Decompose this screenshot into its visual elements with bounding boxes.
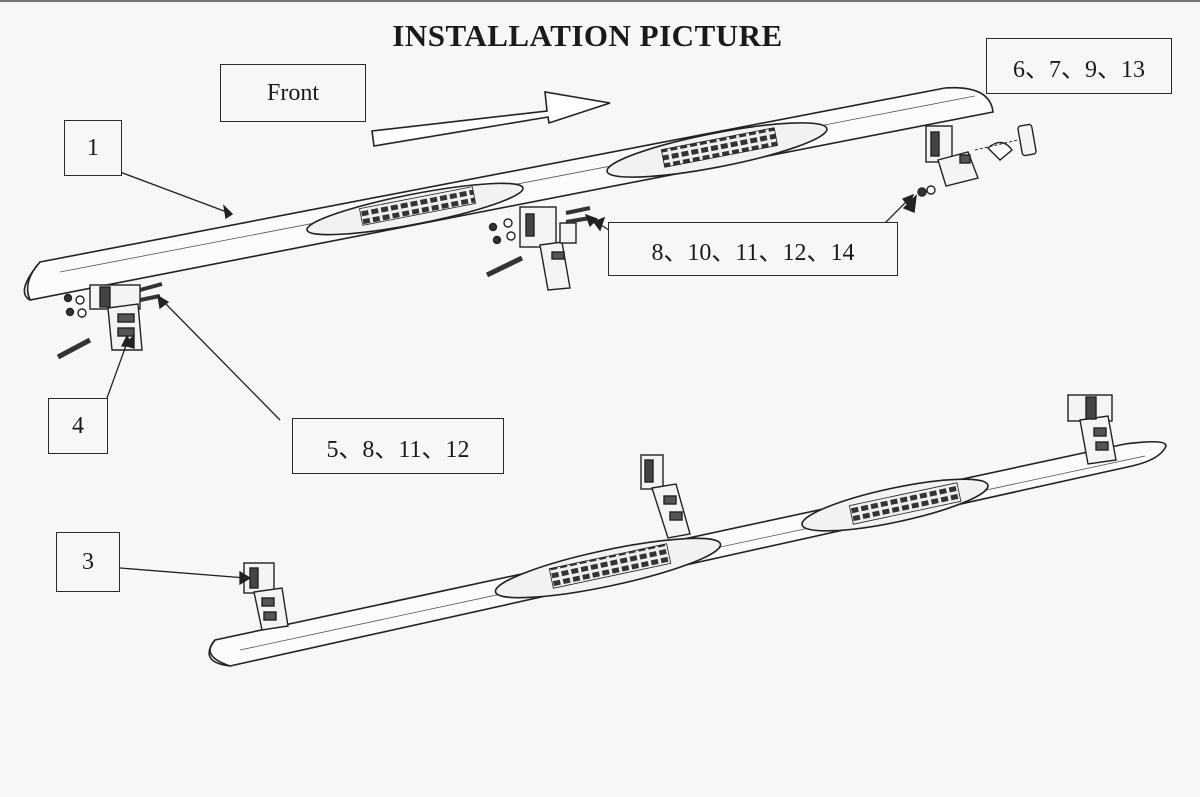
leader-lines: [106, 171, 915, 586]
bracket-middle-upper: [485, 206, 606, 291]
front-direction-arrow: [371, 91, 611, 147]
callout-3: 3: [56, 532, 120, 592]
bracket-middle-lower: [640, 454, 691, 539]
step-pad: [306, 182, 524, 236]
bracket-front-upper: [56, 282, 163, 360]
callout-8-10-11-12-14: 8、10、11、12、14: [608, 222, 898, 276]
lower-running-board: [208, 440, 1167, 667]
bracket-rear-upper: [902, 123, 1037, 213]
callout-1: 1: [64, 120, 122, 176]
front-direction-label: Front: [220, 64, 366, 122]
step-pad: [801, 478, 989, 532]
callout-4: 4: [48, 398, 108, 454]
upper-running-board: [23, 86, 994, 301]
page-title: INSTALLATION PICTURE: [392, 18, 783, 53]
bracket-rear-lower: [1067, 394, 1117, 465]
step-pad: [494, 537, 722, 599]
top-edge-line: [0, 0, 1200, 2]
step-pad: [606, 122, 828, 178]
callout-5-8-11-12: 5、8、11、12: [292, 418, 504, 474]
callout-6-7-9-13: 6、7、9、13: [986, 38, 1172, 94]
bracket-front-lower: [243, 562, 289, 631]
